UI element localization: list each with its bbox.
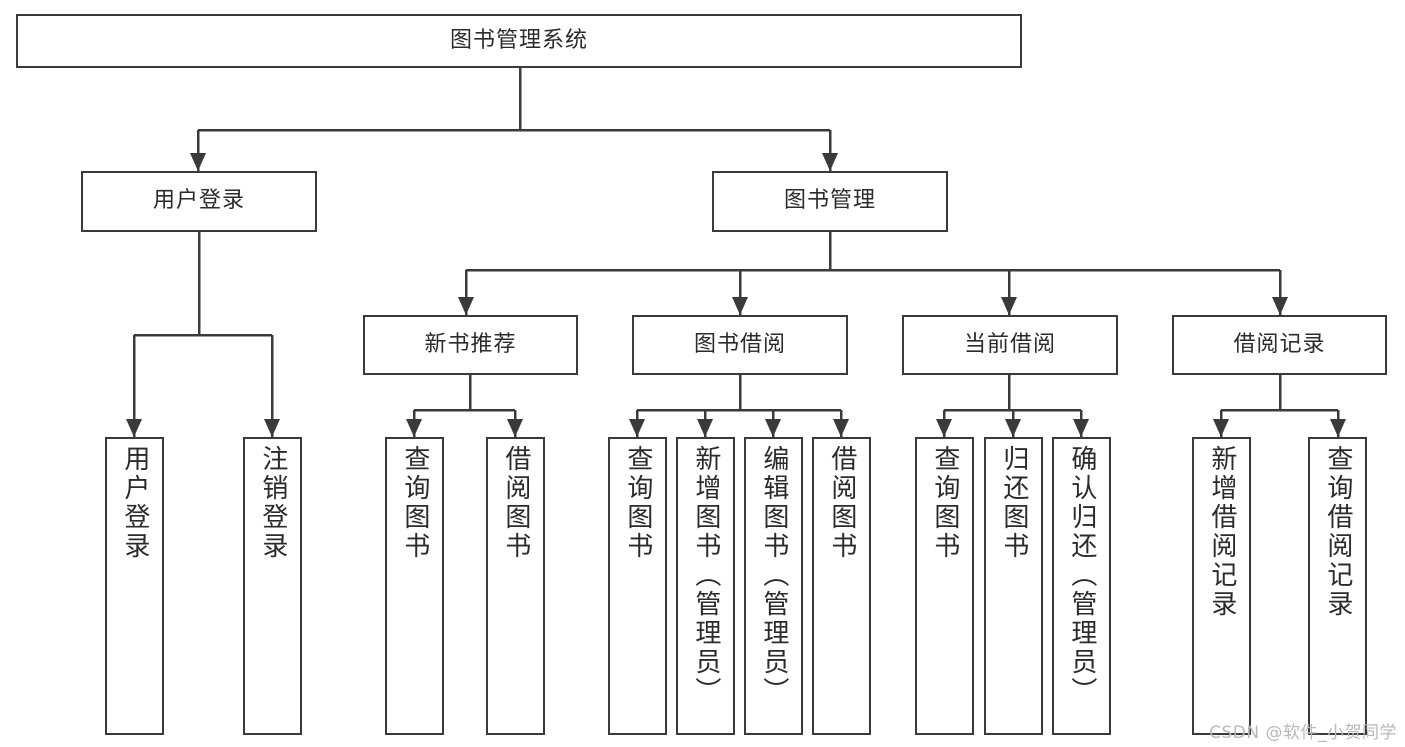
node-label-leaf-query-book-borrow: 查询图书 bbox=[622, 445, 653, 561]
node-leaf-borrow-book-rec[interactable]: 借阅图书 bbox=[486, 437, 545, 735]
node-label-leaf-user-logout: 注销登录 bbox=[257, 445, 288, 561]
node-root[interactable]: 图书管理系统 bbox=[16, 14, 1022, 68]
arrowhead-currentborrow-to-leaves-2 bbox=[1073, 419, 1089, 437]
node-user-login[interactable]: 用户登录 bbox=[81, 171, 317, 232]
watermark-label: CSDN @软件_小贺同学 bbox=[1209, 723, 1397, 743]
node-label-leaf-confirm-return: 确认归还（管理员） bbox=[1066, 445, 1097, 706]
node-label-leaf-query-book-rec: 查询图书 bbox=[399, 445, 430, 561]
node-leaf-borrow-book[interactable]: 借阅图书 bbox=[812, 437, 871, 735]
arrowhead-bookmanage-to-level3-3 bbox=[1272, 297, 1288, 315]
node-label-user-login: 用户登录 bbox=[152, 188, 245, 214]
node-label-leaf-edit-book: 编辑图书（管理员） bbox=[758, 445, 789, 706]
arrowhead-currentborrow-to-leaves-0 bbox=[936, 419, 952, 437]
arrowhead-bookborrow-to-leaves-3 bbox=[833, 419, 849, 437]
node-label-book-manage: 图书管理 bbox=[783, 188, 876, 214]
node-label-leaf-return-book: 归还图书 bbox=[998, 445, 1029, 561]
node-label-current-borrow: 当前借阅 bbox=[963, 331, 1056, 357]
arrowhead-userlogin-to-leaves-1 bbox=[264, 419, 280, 437]
arrowhead-borrowrecord-to-leaves-1 bbox=[1330, 419, 1346, 437]
node-label-root: 图书管理系统 bbox=[449, 27, 588, 53]
node-leaf-user-login[interactable]: 用户登录 bbox=[105, 437, 164, 735]
arrowhead-root-to-level2-1 bbox=[822, 153, 838, 171]
node-leaf-add-book[interactable]: 新增图书（管理员） bbox=[676, 437, 735, 735]
arrowhead-borrowrecord-to-leaves-0 bbox=[1213, 419, 1229, 437]
arrowhead-root-to-level2-0 bbox=[190, 153, 206, 171]
node-label-borrow-record: 借阅记录 bbox=[1233, 331, 1326, 357]
node-label-leaf-query-book-current: 查询图书 bbox=[929, 445, 960, 561]
node-leaf-query-record[interactable]: 查询借阅记录 bbox=[1308, 437, 1367, 735]
node-label-new-book-rec: 新书推荐 bbox=[424, 331, 517, 357]
node-label-book-borrow: 图书借阅 bbox=[693, 331, 786, 357]
node-label-leaf-user-login: 用户登录 bbox=[119, 445, 150, 561]
node-leaf-confirm-return[interactable]: 确认归还（管理员） bbox=[1052, 437, 1111, 735]
node-book-manage[interactable]: 图书管理 bbox=[712, 171, 948, 232]
node-label-leaf-borrow-book-rec: 借阅图书 bbox=[500, 445, 531, 561]
node-leaf-edit-book[interactable]: 编辑图书（管理员） bbox=[744, 437, 803, 735]
node-label-leaf-query-record: 查询借阅记录 bbox=[1322, 445, 1353, 619]
node-leaf-query-book-borrow[interactable]: 查询图书 bbox=[608, 437, 667, 735]
node-leaf-add-record[interactable]: 新增借阅记录 bbox=[1192, 437, 1251, 735]
node-current-borrow[interactable]: 当前借阅 bbox=[902, 315, 1118, 375]
node-label-leaf-borrow-book: 借阅图书 bbox=[826, 445, 857, 561]
arrowhead-bookmanage-to-level3-2 bbox=[1001, 297, 1017, 315]
node-label-leaf-add-book: 新增图书（管理员） bbox=[690, 445, 721, 706]
arrowhead-bookmanage-to-level3-0 bbox=[458, 297, 474, 315]
arrowhead-bookmanage-to-level3-1 bbox=[732, 297, 748, 315]
arrowhead-bookborrow-to-leaves-0 bbox=[629, 419, 645, 437]
node-borrow-record[interactable]: 借阅记录 bbox=[1172, 315, 1387, 375]
node-book-borrow[interactable]: 图书借阅 bbox=[632, 315, 848, 375]
arrowhead-bookborrow-to-leaves-1 bbox=[697, 419, 713, 437]
node-leaf-query-book-current[interactable]: 查询图书 bbox=[915, 437, 974, 735]
arrowhead-currentborrow-to-leaves-1 bbox=[1005, 419, 1021, 437]
node-new-book-rec[interactable]: 新书推荐 bbox=[363, 315, 578, 375]
node-label-leaf-add-record: 新增借阅记录 bbox=[1206, 445, 1237, 619]
node-leaf-user-logout[interactable]: 注销登录 bbox=[243, 437, 302, 735]
arrowhead-bookborrow-to-leaves-2 bbox=[765, 419, 781, 437]
arrowhead-userlogin-to-leaves-0 bbox=[126, 419, 142, 437]
node-leaf-return-book[interactable]: 归还图书 bbox=[984, 437, 1043, 735]
node-leaf-query-book-rec[interactable]: 查询图书 bbox=[385, 437, 444, 735]
arrowhead-newbook-to-leaves-1 bbox=[507, 419, 523, 437]
arrowhead-newbook-to-leaves-0 bbox=[406, 419, 422, 437]
